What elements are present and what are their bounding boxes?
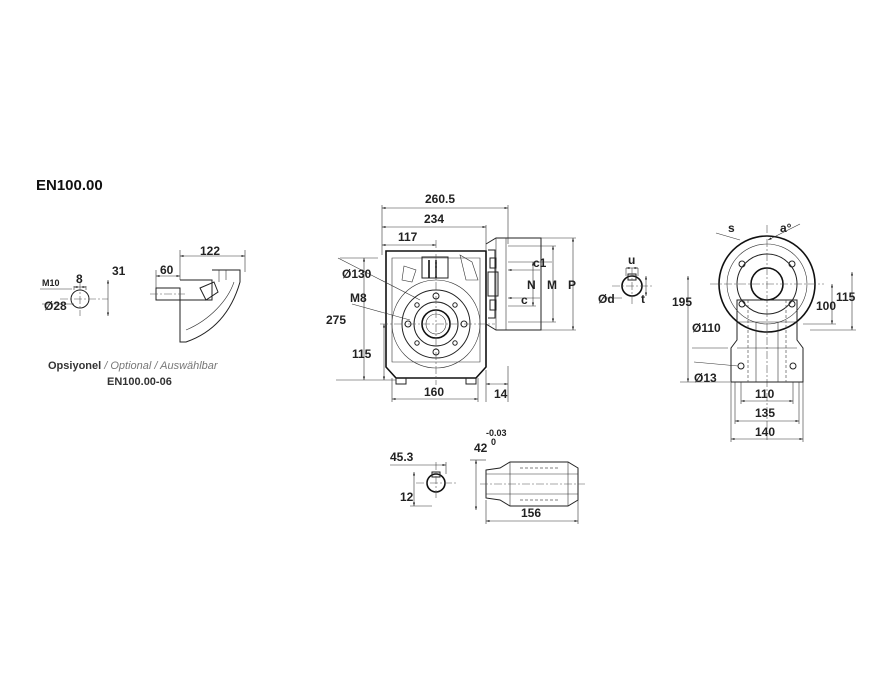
dim-115-side: 115 <box>836 290 856 304</box>
dim-195: 195 <box>672 295 692 309</box>
svg-text:Opsiyonel / Optional / Auswähl: Opsiyonel / Optional / Auswählbar <box>48 360 219 372</box>
dim-tolerance-zero: 0 <box>491 437 496 447</box>
dim-14: 14 <box>494 387 508 401</box>
dim-tolerance: -0.03 <box>486 428 507 438</box>
dim-u: u <box>628 253 635 267</box>
dim-t: t <box>641 292 645 306</box>
shaft-key-detail: u Ød t <box>598 253 652 306</box>
dim-s: s <box>728 221 735 235</box>
dim-c: c <box>521 293 528 307</box>
dim-a: a° <box>780 221 792 235</box>
dim-122: 122 <box>200 244 220 258</box>
hollow-shaft-detail: 45.3 12 42 -0.03 0 156 <box>390 428 585 524</box>
dim-115-front: 115 <box>352 347 372 361</box>
dim-d: Ød <box>598 292 615 306</box>
dim-31: 31 <box>112 264 126 278</box>
dim-110: 110 <box>755 387 775 401</box>
dim-12: 12 <box>400 490 414 504</box>
dim-42: 42 <box>474 441 488 455</box>
dim-M: M <box>547 278 557 292</box>
optional-label: Opsiyonel / Optional / Auswählbar EN100.… <box>48 360 219 388</box>
dim-45-3: 45.3 <box>390 450 414 464</box>
dim-d110: Ø110 <box>692 321 721 335</box>
front-view: 260.5 234 117 Ø130 M8 275 115 160 14 <box>326 192 576 402</box>
dim-d13: Ø13 <box>694 371 717 385</box>
optional-en: Optional <box>110 360 152 372</box>
flange-housing <box>179 269 241 343</box>
dim-N: N <box>527 278 536 292</box>
side-view: s a° 195 100 115 Ø110 Ø13 110 135 140 <box>672 221 856 442</box>
dim-m8: M8 <box>350 291 367 305</box>
motor-flange <box>485 237 542 331</box>
dim-P: P <box>568 278 576 292</box>
dim-140: 140 <box>755 425 775 439</box>
drawing-title: EN100.00 <box>36 177 103 194</box>
dim-d130: Ø130 <box>342 267 372 281</box>
optional-code: EN100.00-06 <box>107 376 172 388</box>
dim-260-5: 260.5 <box>425 192 455 206</box>
dim-60: 60 <box>160 263 174 277</box>
optional-de: Auswählbar <box>159 360 219 372</box>
dim-234: 234 <box>424 212 444 226</box>
dim-8: 8 <box>76 272 83 286</box>
dim-160: 160 <box>424 385 444 399</box>
dim-135: 135 <box>755 406 775 420</box>
dim-275: 275 <box>326 313 346 327</box>
dim-100: 100 <box>816 299 836 313</box>
dim-156: 156 <box>521 506 541 520</box>
dim-d28: Ø28 <box>44 299 67 313</box>
optional-tr: Opsiyonel <box>48 360 101 372</box>
dim-c1: c1 <box>533 256 547 270</box>
dim-m10: M10 <box>42 278 60 288</box>
flange-detail: M10 8 31 Ø28 122 60 <box>40 244 246 343</box>
dim-117: 117 <box>398 230 418 244</box>
